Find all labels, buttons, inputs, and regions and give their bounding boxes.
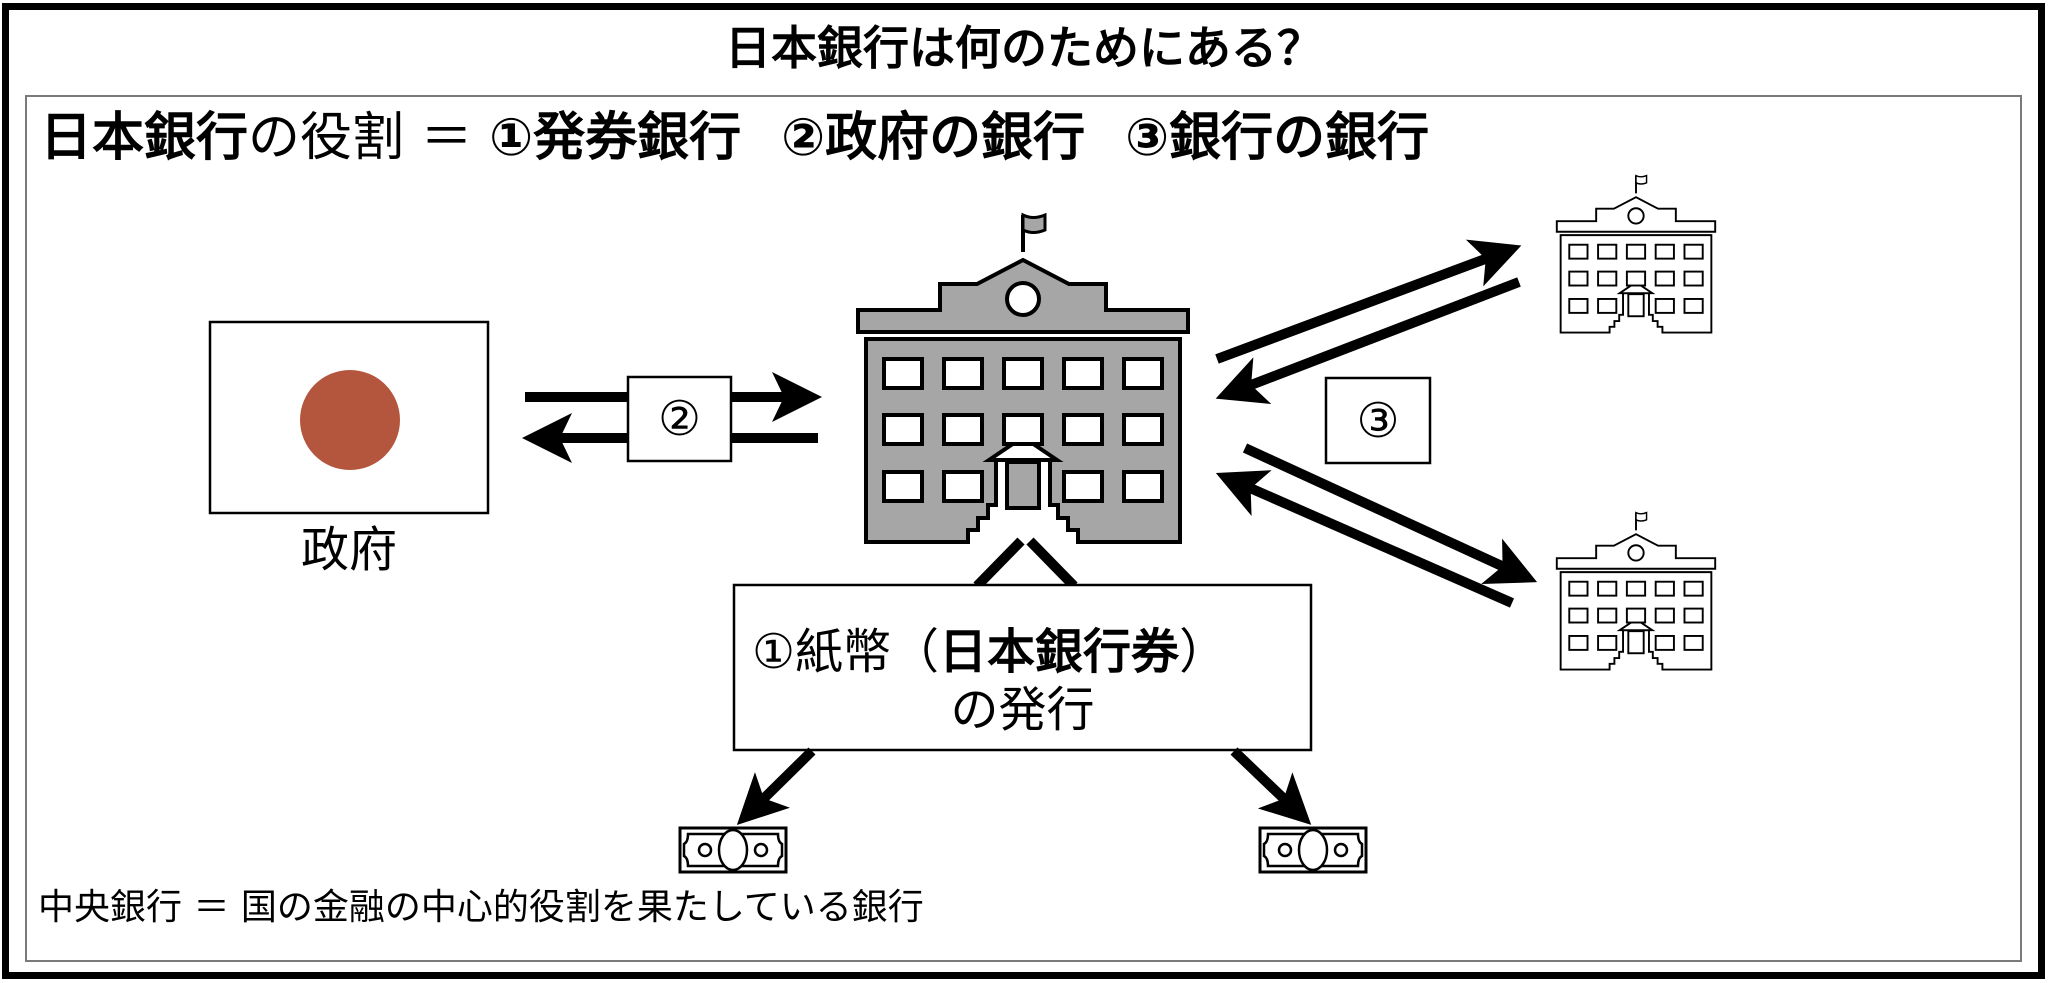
issuance-line-2: の発行: [950, 682, 1095, 738]
connector-right: [1026, 537, 1078, 590]
heading-role-2: ②政府の銀行: [781, 108, 1086, 168]
page-title: 日本銀行は何のためにある？: [725, 21, 1323, 75]
central-bank-icon: [856, 213, 1190, 544]
commercial-bank-icon-bottom: [1555, 511, 1717, 671]
japan-flag-icon: [208, 320, 490, 515]
heading-connector: の役割 ＝: [248, 108, 490, 168]
arrow-to-banknote-right: [1230, 747, 1312, 825]
issuance-suffix: ）: [1179, 624, 1228, 680]
heading-role-1: ①発券銀行: [489, 108, 742, 168]
gov-bank-number: ②: [657, 391, 702, 447]
issuance-bold: 日本銀行券: [939, 624, 1180, 680]
arrow-boj-to-bank-bottom: [1242, 443, 1538, 585]
content-panel: [25, 95, 2022, 962]
issuance-line-1: ①紙幣（日本銀行券）: [752, 622, 1227, 682]
issuance-box: [732, 583, 1313, 752]
outer-frame: [2, 3, 2045, 979]
banknote-icon-left: [678, 826, 788, 874]
arrow-bank-bottom-to-boj: [1215, 470, 1515, 608]
heading-role-3: ③銀行の銀行: [1125, 108, 1430, 168]
connector-left: [973, 537, 1025, 590]
arrow-boj-to-bank-top: [1215, 239, 1522, 364]
commercial-bank-icon-top: [1555, 174, 1717, 334]
government-label: 政府: [300, 522, 397, 578]
bank-bank-number: ③: [1356, 392, 1400, 449]
roles-heading: 日本銀行の役割 ＝ ①発券銀行 ②政府の銀行 ③銀行の銀行: [40, 106, 1429, 170]
gov-bank-box: [626, 375, 733, 463]
arrow-bank-top-to-boj: [1215, 277, 1521, 404]
footer-definition: 中央銀行 ＝ 国の金融の中心的役割を果たしている銀行: [38, 887, 924, 928]
bank-bank-box: [1324, 376, 1432, 465]
heading-subject: 日本銀行: [40, 108, 249, 168]
arrow-to-banknote-left: [736, 747, 816, 826]
banknote-icon-right: [1258, 826, 1368, 874]
issuance-prefix: ①紙幣（: [752, 624, 940, 680]
